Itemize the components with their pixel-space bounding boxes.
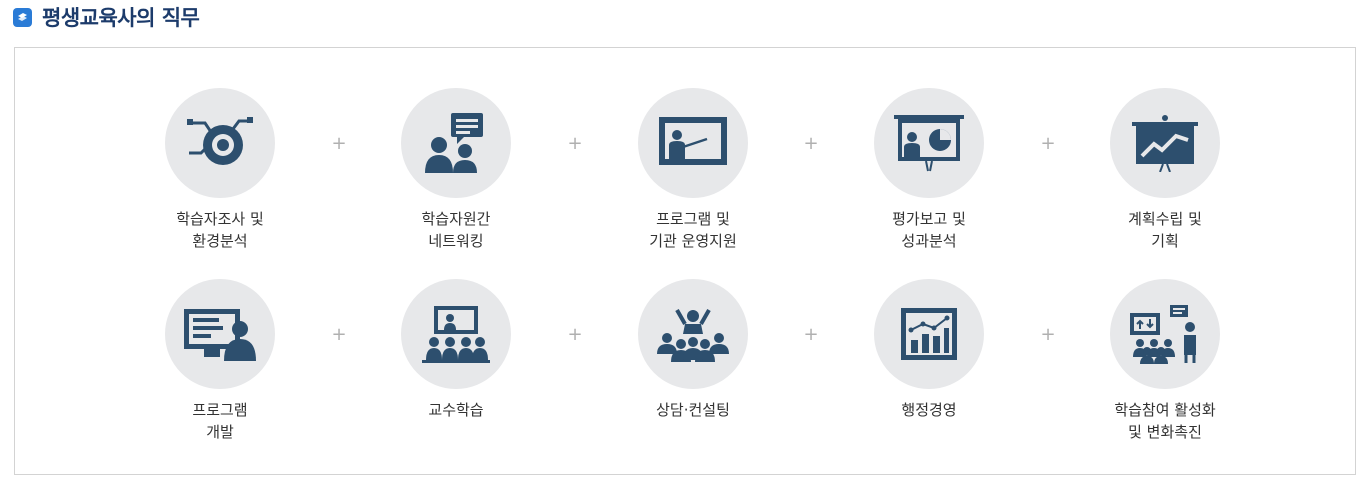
participation-promotion-icon: [1110, 279, 1220, 389]
duty-label-line1: 평가보고 및: [892, 210, 966, 228]
section-header: 평생교육사의 직무: [13, 5, 200, 30]
duty-label-line1: 행정경영: [901, 401, 957, 419]
duty-label-line1: 학습참여 활성화: [1114, 401, 1216, 419]
duty-label-line1: 교수학습: [428, 401, 484, 419]
duty-label-line1: 프로그램 및: [656, 210, 730, 228]
plus-separator: +: [331, 133, 347, 154]
duty-label-line2: 및 변화촉진: [1128, 423, 1202, 441]
program-development-icon: [165, 279, 275, 389]
duty-item-teaching: 교수학습: [366, 279, 546, 421]
duty-item-evaluation: 평가보고 및 성과분석: [839, 88, 1019, 252]
duty-label-line2: 기관 운영지원: [649, 232, 737, 250]
duty-label-line2: 네트워킹: [428, 232, 484, 250]
duty-item-program-development: 프로그램 개발: [130, 279, 310, 443]
duty-item-counseling: 상담·컨설팅: [603, 279, 783, 421]
counseling-group-icon: [638, 279, 748, 389]
plus-separator: +: [331, 324, 347, 345]
planning-chart-icon: [1110, 88, 1220, 198]
plus-separator: +: [803, 133, 819, 154]
duty-label-line2: 환경분석: [192, 232, 248, 250]
duty-item-learner-analysis: 학습자조사 및 환경분석: [130, 88, 310, 252]
duty-label-line2: 개발: [206, 423, 234, 441]
list-icon: [13, 7, 32, 27]
plus-separator: +: [803, 324, 819, 345]
duty-item-participation: 학습참여 활성화 및 변화촉진: [1075, 279, 1255, 443]
plus-separator: +: [567, 133, 583, 154]
presentation-board-icon: [638, 88, 748, 198]
duty-item-administration: 행정경영: [839, 279, 1019, 421]
plus-separator: +: [1040, 133, 1056, 154]
analysis-target-icon: [165, 88, 275, 198]
duty-item-program-support: 프로그램 및 기관 운영지원: [603, 88, 783, 252]
plus-separator: +: [1040, 324, 1056, 345]
duty-label-line1: 상담·컨설팅: [656, 401, 730, 419]
plus-separator: +: [567, 324, 583, 345]
duty-label-line2: 기획: [1151, 232, 1179, 250]
duties-panel: 학습자조사 및 환경분석 + 학습자원간 네트워킹 +: [14, 47, 1356, 475]
evaluation-report-icon: [874, 88, 984, 198]
duty-label-line1: 계획수립 및: [1128, 210, 1202, 228]
duty-label-line1: 프로그램: [192, 401, 248, 419]
duty-item-networking: 학습자원간 네트워킹: [366, 88, 546, 252]
administration-chart-icon: [874, 279, 984, 389]
duty-label-line2: 성과분석: [901, 232, 957, 250]
teaching-class-icon: [401, 279, 511, 389]
networking-people-icon: [401, 88, 511, 198]
duty-item-planning: 계획수립 및 기획: [1075, 88, 1255, 252]
duty-label-line1: 학습자조사 및: [176, 210, 264, 228]
page-title: 평생교육사의 직무: [42, 6, 200, 30]
duty-label-line1: 학습자원간: [421, 210, 491, 228]
